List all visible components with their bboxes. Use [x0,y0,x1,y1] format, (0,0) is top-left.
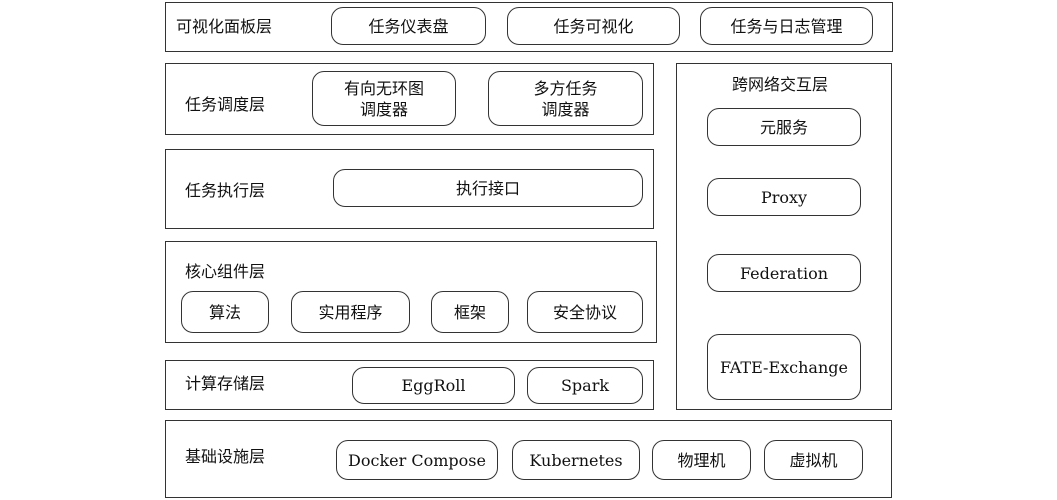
task-log-management-node: 任务与日志管理 [700,7,873,45]
virtual-machine-node: 虚拟机 [764,440,863,480]
proxy-node: Proxy [707,178,861,216]
physical-machine-node: 物理机 [652,440,751,480]
core-layer-title: 核心组件层 [185,262,266,281]
eggroll-node: EggRoll [352,367,515,404]
fate-exchange-node: FATE-Exchange [707,334,861,400]
storage-layer-title: 计算存储层 [185,374,266,393]
framework-node: 框架 [431,291,509,333]
spark-node: Spark [527,367,643,404]
network-layer-title: 跨网络交互层 [732,75,829,94]
meta-service-node: 元服务 [707,108,861,146]
dag-scheduler-node: 有向无环图 调度器 [312,71,456,126]
multiparty-scheduler-node: 多方任务 调度器 [488,71,643,126]
docker-compose-node: Docker Compose [336,440,498,480]
algorithm-node: 算法 [181,291,269,333]
executor-layer-title: 任务执行层 [185,181,266,200]
federation-node: Federation [707,254,861,292]
task-dashboard-node: 任务仪表盘 [331,7,486,45]
execution-interface-node: 执行接口 [333,169,643,207]
infra-layer-title: 基础设施层 [185,447,266,466]
kubernetes-node: Kubernetes [512,440,640,480]
panel-layer-title: 可视化面板层 [176,17,273,36]
task-visualization-node: 任务可视化 [507,7,680,45]
scheduler-layer-title: 任务调度层 [185,95,266,114]
utility-node: 实用程序 [291,291,410,333]
security-protocol-node: 安全协议 [527,291,643,333]
